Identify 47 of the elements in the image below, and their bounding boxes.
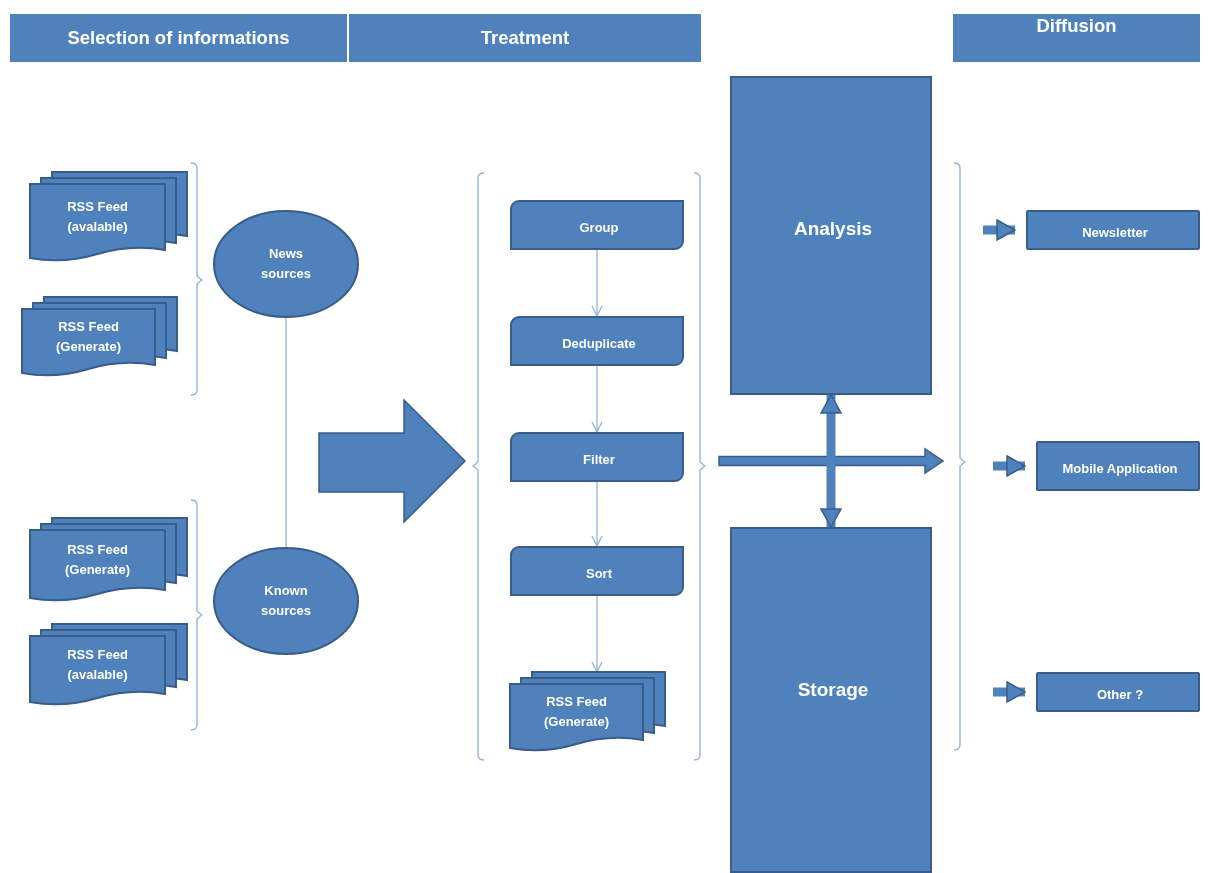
node-label: Storage <box>797 679 869 701</box>
arrow <box>591 249 603 317</box>
connector-line <box>285 317 287 548</box>
node-label: Mobile Application <box>1062 460 1178 476</box>
node-label: RSS Feed (Generate) <box>55 317 122 356</box>
process-box <box>510 200 684 250</box>
node-label: Sort <box>586 565 612 581</box>
node-label: RSS Feed (Generate) <box>64 540 131 579</box>
document-stack <box>510 672 665 752</box>
column-header <box>349 14 701 62</box>
node-label: RSS Feed (avalable) <box>66 197 129 236</box>
node-label: Newsletter <box>1082 224 1148 240</box>
node-label: Known sources <box>260 581 312 620</box>
source-ellipse <box>213 547 359 655</box>
document-stack <box>22 297 177 377</box>
node-label: Other ? <box>1096 686 1144 702</box>
node-label: Group <box>579 219 619 235</box>
process-box <box>510 546 684 596</box>
arrow <box>983 219 1016 241</box>
arrow <box>591 595 603 673</box>
output-box <box>1036 441 1200 491</box>
source-ellipse <box>213 210 359 318</box>
arrow <box>993 681 1026 703</box>
output-box <box>1036 672 1200 712</box>
process-box <box>510 316 684 366</box>
node-label: News sources <box>260 244 312 283</box>
output-box <box>1026 210 1200 250</box>
node-label: Analysis <box>793 218 873 240</box>
process-box <box>510 432 684 482</box>
arrow <box>820 394 842 528</box>
block-box <box>730 527 932 873</box>
header-title: Selection of informations <box>67 27 290 49</box>
node-label: Deduplicate <box>562 335 636 351</box>
document-stack <box>30 518 187 602</box>
document-stack <box>30 172 187 262</box>
node-label: Filter <box>583 451 615 467</box>
arrow <box>591 365 603 433</box>
header-title: Diffusion <box>1036 15 1117 37</box>
column-header <box>953 14 1200 62</box>
block-box <box>730 76 932 395</box>
node-label: RSS Feed (avalable) <box>66 645 129 684</box>
arrow <box>993 455 1026 477</box>
header-title: Treatment <box>480 27 570 49</box>
node-label: RSS Feed (Generate) <box>543 692 610 731</box>
column-header <box>10 14 347 62</box>
document-stack <box>30 624 187 706</box>
arrow <box>591 481 603 547</box>
